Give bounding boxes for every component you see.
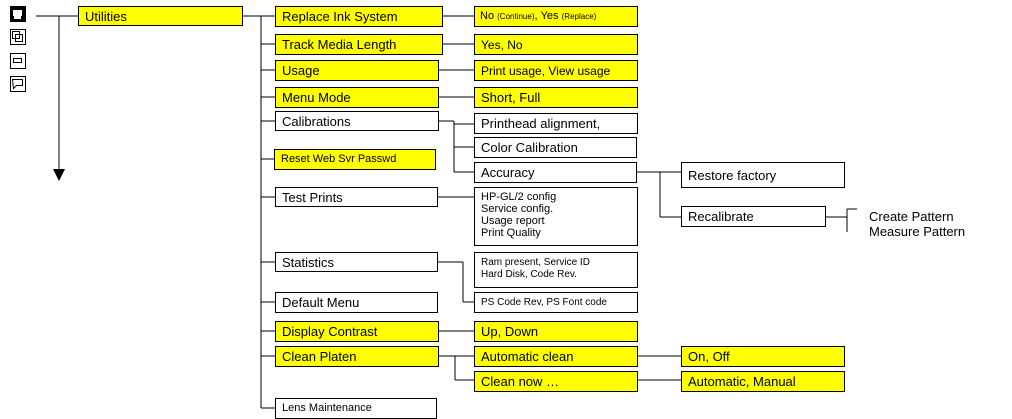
clean-now-label: Clean now … [481, 374, 560, 389]
lens-maintenance-label: Lens Maintenance [282, 402, 372, 414]
track-media-node[interactable]: Track Media Length [275, 34, 443, 55]
test-print-item: Usage report [481, 215, 545, 227]
default-menu-label: Default Menu [282, 295, 360, 310]
usage-options-label: Print usage, View usage [481, 63, 611, 78]
statistics-item: Ram present, Service ID [481, 257, 590, 268]
usage-label: Usage [282, 63, 320, 78]
track-media-label: Track Media Length [282, 37, 397, 52]
test-print-item: HP-GL/2 config [481, 191, 557, 203]
measure-pattern-text: Measure Pattern [869, 224, 966, 239]
test-prints-node[interactable]: Test Prints [275, 187, 438, 207]
accuracy-label: Accuracy [481, 165, 535, 180]
test-prints-label: Test Prints [282, 189, 343, 205]
menu-mode-options[interactable]: Short, Full [474, 87, 638, 108]
automatic-manual-options[interactable]: Automatic, Manual [681, 371, 845, 392]
replace-ink-label: Replace Ink System [282, 9, 398, 24]
statistics-item: Hard Disk, Code Rev. [481, 269, 577, 280]
statistics-items[interactable]: Ram present, Service ID Hard Disk, Code … [474, 252, 638, 288]
display-contrast-node[interactable]: Display Contrast [275, 321, 439, 342]
create-pattern-text: Create Pattern [869, 209, 954, 224]
color-calibration-label: Color Calibration [481, 140, 578, 155]
option-no: No [480, 10, 495, 22]
display-contrast-label: Display Contrast [282, 324, 378, 339]
option-yes-note: (Replace) [561, 11, 597, 21]
printhead-alignment-node[interactable]: Printhead alignment, [474, 113, 638, 134]
reset-web-node[interactable]: Reset Web Svr Passwd [274, 149, 436, 170]
copy-icon[interactable] [10, 29, 26, 45]
utilities-label: Utilities [85, 8, 127, 24]
menu-mode-label: Menu Mode [282, 90, 351, 105]
statistics-node[interactable]: Statistics [275, 252, 438, 272]
clean-now-node[interactable]: Clean now … [474, 371, 638, 392]
ps-code-node[interactable]: PS Code Rev, PS Font code [474, 292, 638, 313]
accuracy-node[interactable]: Accuracy [474, 162, 637, 183]
option-separator: , [534, 10, 541, 22]
automatic-clean-node[interactable]: Automatic clean [474, 346, 638, 367]
lens-maintenance-node[interactable]: Lens Maintenance [275, 398, 437, 419]
clean-platen-label: Clean Platen [282, 349, 357, 364]
restore-factory-node[interactable]: Restore factory [681, 162, 845, 188]
printer-icon[interactable] [10, 6, 26, 22]
menu-mode-options-label: Short, Full [481, 90, 541, 105]
calibrations-label: Calibrations [282, 113, 351, 129]
color-calibration-node[interactable]: Color Calibration [474, 137, 637, 158]
reset-web-label: Reset Web Svr Passwd [281, 153, 397, 165]
clean-platen-node[interactable]: Clean Platen [275, 346, 439, 367]
media-icon[interactable] [10, 76, 26, 92]
option-yes: Yes [540, 10, 559, 22]
utilities-node[interactable]: Utilities [78, 6, 243, 26]
option-no-note: (Continue) [497, 11, 535, 21]
display-contrast-options-label: Up, Down [481, 324, 539, 339]
on-off-label: On, Off [688, 349, 730, 364]
recalibrate-node[interactable]: Recalibrate [681, 206, 826, 227]
automatic-manual-label: Automatic, Manual [688, 374, 796, 389]
printhead-alignment-label: Printhead alignment, [481, 116, 601, 131]
screen-icon[interactable] [10, 53, 26, 69]
track-media-options-label: Yes, No [481, 37, 523, 52]
test-prints-items[interactable]: HP-GL/2 config Service config. Usage rep… [474, 187, 638, 246]
ps-code-label: PS Code Rev, PS Font code [481, 296, 607, 308]
recalibrate-label: Recalibrate [688, 209, 754, 224]
on-off-options[interactable]: On, Off [681, 346, 845, 367]
statistics-label: Statistics [282, 254, 335, 270]
track-media-options[interactable]: Yes, No [474, 34, 638, 55]
test-print-item: Service config. [481, 203, 554, 215]
replace-ink-node[interactable]: Replace Ink System [275, 6, 443, 27]
replace-ink-options[interactable]: No (Continue), Yes (Replace) [474, 6, 638, 27]
automatic-clean-label: Automatic clean [481, 349, 574, 364]
usage-node[interactable]: Usage [275, 60, 439, 81]
menu-mode-node[interactable]: Menu Mode [275, 87, 439, 108]
calibrations-node[interactable]: Calibrations [275, 111, 439, 131]
usage-options[interactable]: Print usage, View usage [474, 60, 638, 81]
restore-factory-label: Restore factory [688, 167, 777, 183]
default-menu-node[interactable]: Default Menu [275, 292, 438, 313]
test-print-item: Print Quality [481, 227, 541, 239]
display-contrast-options[interactable]: Up, Down [474, 321, 638, 342]
